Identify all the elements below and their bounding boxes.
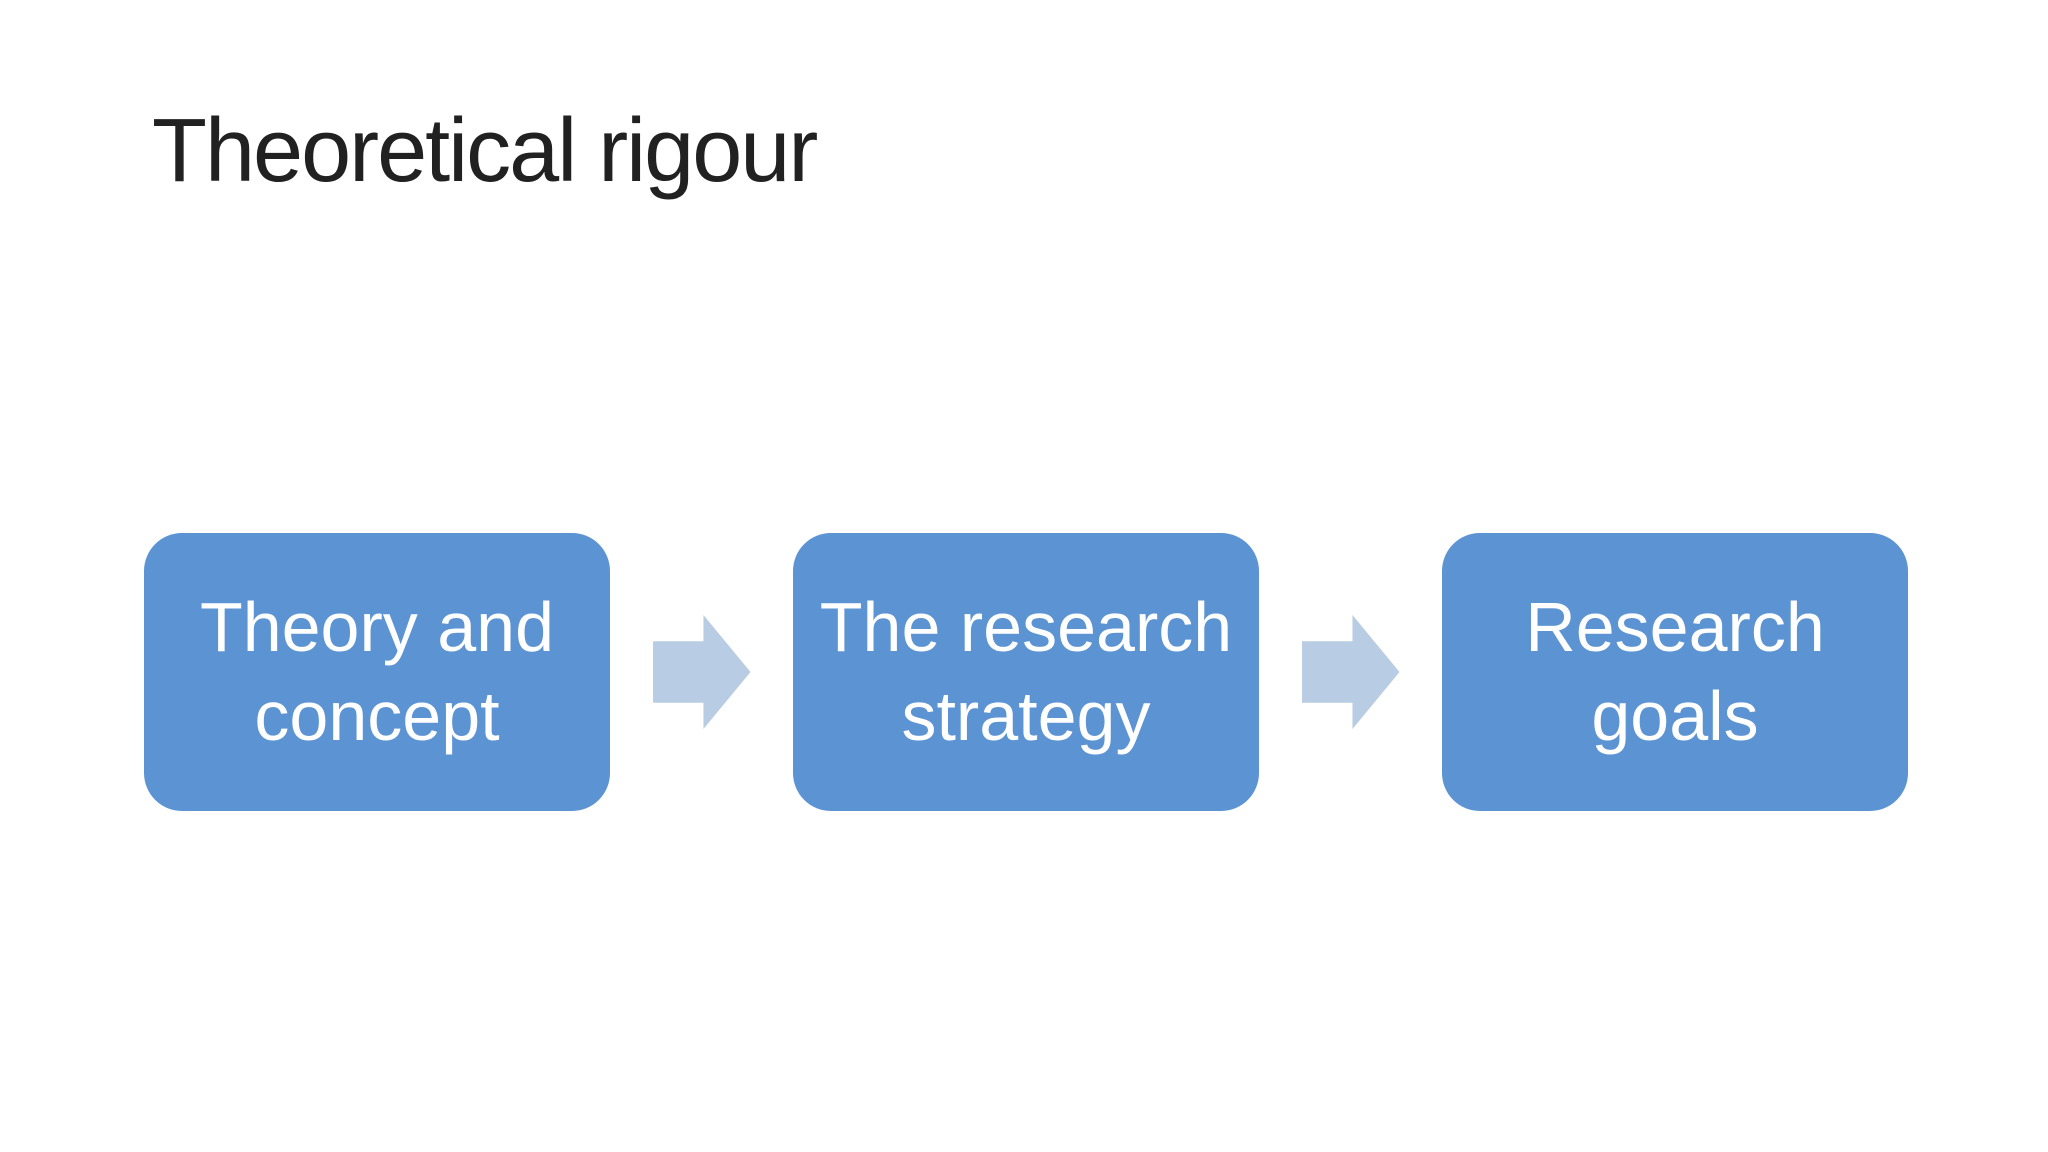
right-block-arrow-icon-1 bbox=[652, 615, 751, 729]
right-block-arrow-icon-2 bbox=[1301, 615, 1400, 729]
slide-title: Theoretical rigour bbox=[152, 101, 818, 201]
